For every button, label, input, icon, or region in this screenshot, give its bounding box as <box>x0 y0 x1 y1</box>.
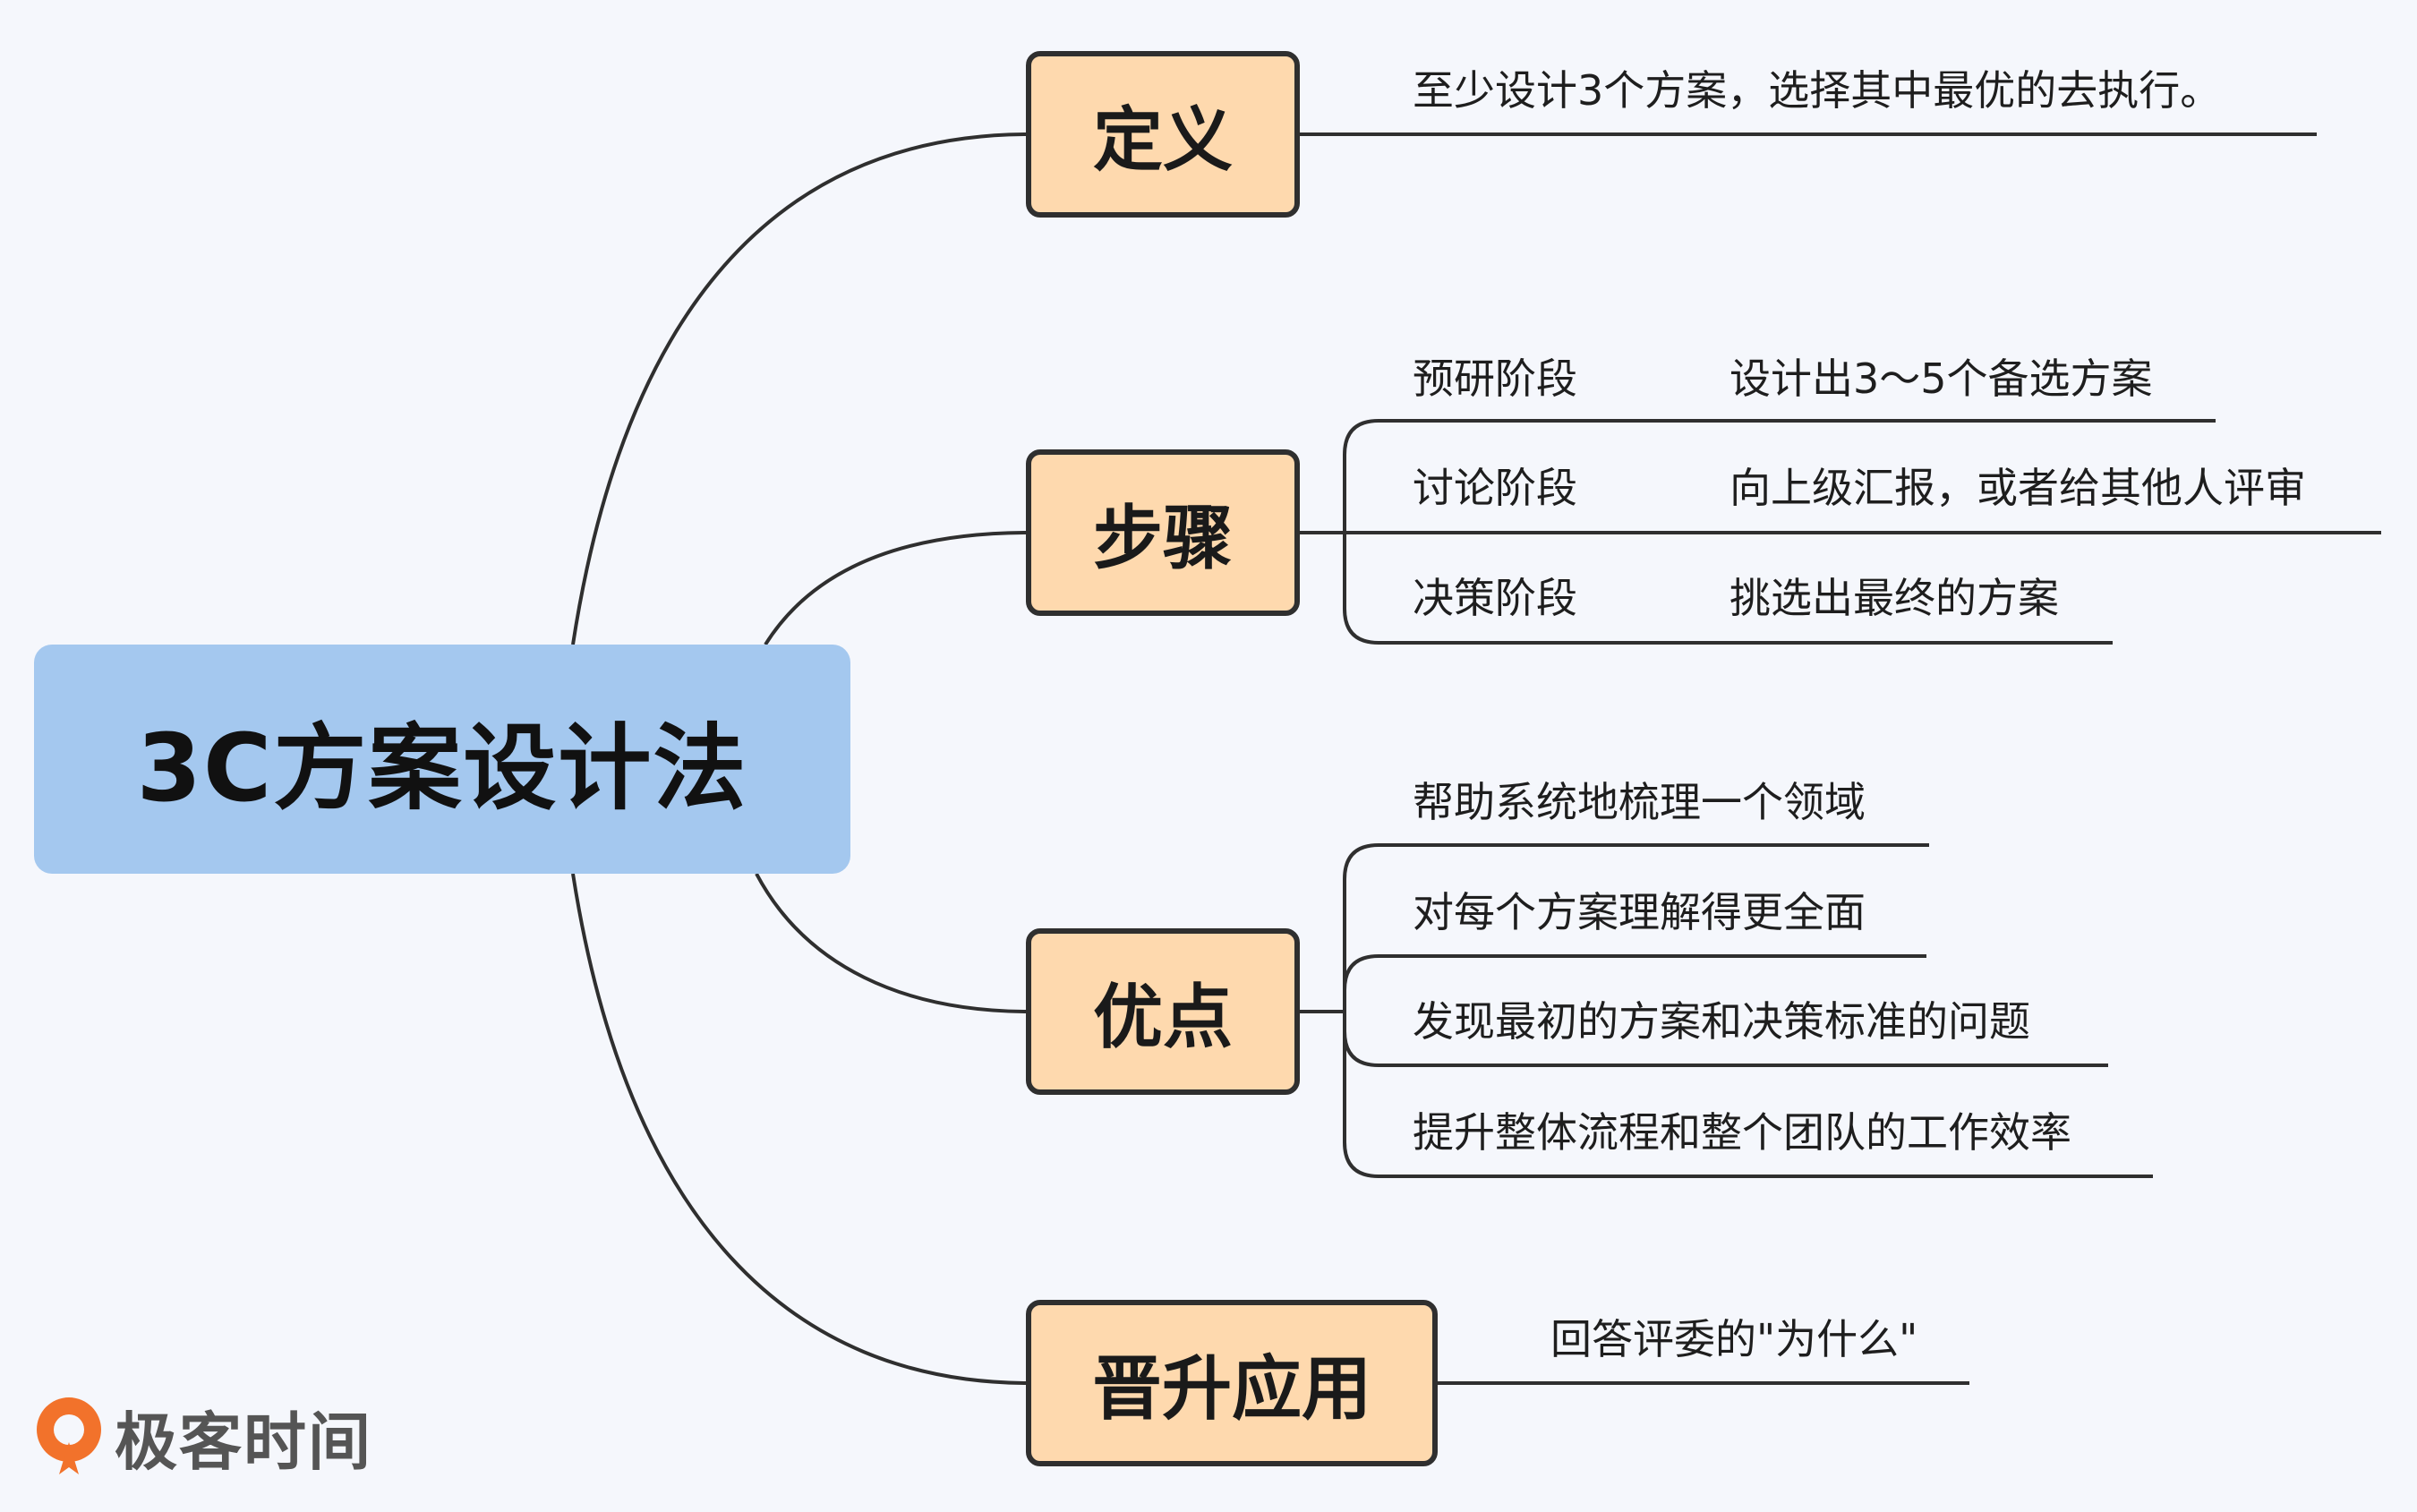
branch-promotion[interactable]: 晋升应用 <box>1026 1300 1438 1466</box>
connector-root-steps <box>764 531 1030 646</box>
connector-root-definition <box>571 132 1030 645</box>
brand-name: 极客时间 <box>115 1405 372 1479</box>
connector-advantages-bracket <box>1296 843 1379 1178</box>
branch-steps[interactable]: 步骤 <box>1026 449 1300 616</box>
advantage-item-2: 对每个方案理解得更全面 <box>1413 888 1866 936</box>
step-desc-research: 设计出3～5个备选方案 <box>1729 355 2153 403</box>
advantage-item-3: 发现最初的方案和决策标准的问题 <box>1413 997 2030 1046</box>
advantage-item-1: 帮助系统地梳理一个领域 <box>1413 778 1866 826</box>
connector-root-advantages <box>755 873 1030 1013</box>
step-desc-discussion: 向上级汇报，或者给其他人评审 <box>1729 464 2306 512</box>
step-name-discussion: 讨论阶段 <box>1413 464 1577 512</box>
step-name-research: 预研阶段 <box>1413 355 1577 403</box>
geektime-logo-icon <box>37 1397 101 1474</box>
root-node[interactable]: 3C方案设计法 <box>34 645 850 874</box>
promotion-text: 回答评委的"为什么" <box>1550 1315 1918 1363</box>
advantage-item-4: 提升整体流程和整个团队的工作效率 <box>1413 1108 2071 1157</box>
connector-advantages-inner <box>1343 954 1379 1067</box>
definition-text: 至少设计3个方案，选择其中最优的去执行。 <box>1413 66 2222 115</box>
step-desc-decision: 挑选出最终的方案 <box>1729 574 2059 622</box>
branch-definition[interactable]: 定义 <box>1026 51 1300 218</box>
step-name-decision: 决策阶段 <box>1413 574 1577 622</box>
connector-root-promotion <box>571 873 1030 1385</box>
branch-advantages[interactable]: 优点 <box>1026 928 1300 1095</box>
brand-logo: 极客时间 <box>30 1392 372 1482</box>
